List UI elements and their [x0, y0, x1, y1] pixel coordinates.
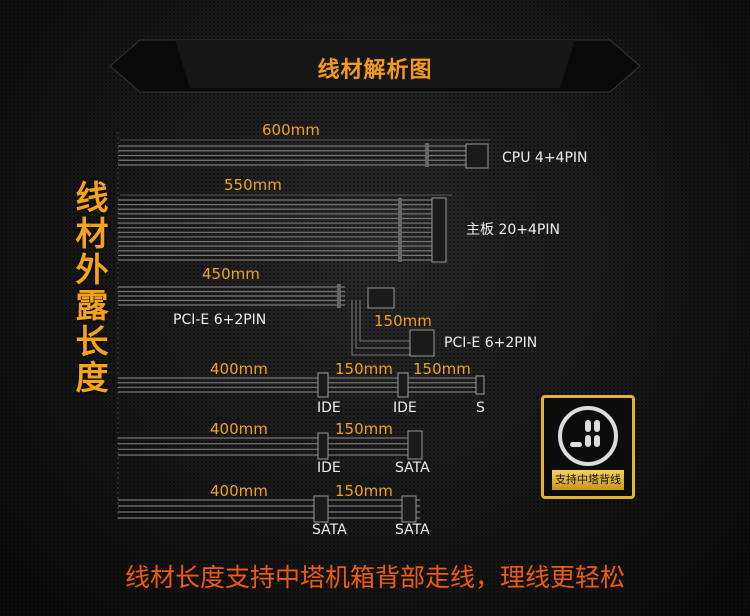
cable-length: 450mm	[202, 265, 260, 283]
connector	[409, 329, 435, 357]
connector-label: SATA	[395, 522, 430, 538]
connector	[367, 287, 395, 309]
connector-label: S	[476, 400, 485, 416]
cable-length: 550mm	[224, 176, 282, 194]
cable-name: PCI-E 6+2PIN	[173, 312, 267, 328]
connector-label: IDE	[317, 400, 341, 416]
cable-clip	[425, 143, 429, 167]
connector-label: IDE	[393, 400, 417, 416]
branch-wire	[351, 300, 410, 356]
connector-label: SATA	[395, 460, 430, 476]
cable-length: 400mm	[210, 482, 268, 500]
mid-tower-badge: 支持中塔背线	[541, 395, 635, 499]
connector	[397, 372, 409, 398]
cable-name: CPU 4+4PIN	[502, 150, 588, 166]
branch-length: 150mm	[374, 312, 432, 330]
cable-length: 400mm	[210, 360, 268, 378]
connector-label: SATA	[312, 522, 347, 538]
connector-label: IDE	[317, 460, 341, 476]
cable-name: 主板 20+4PIN	[466, 222, 560, 238]
connector	[475, 375, 485, 395]
cable-length: 150mm	[335, 360, 393, 378]
cable-length: 600mm	[262, 121, 320, 139]
connector	[401, 495, 417, 523]
cable-length: 150mm	[335, 482, 393, 500]
cable-clip	[398, 198, 402, 262]
connector	[431, 197, 447, 263]
connector	[465, 143, 489, 169]
cable-length: 400mm	[210, 420, 268, 438]
connector	[407, 430, 423, 460]
page-title: 线材解析图	[317, 58, 433, 83]
connector	[317, 372, 329, 398]
cable-length: 150mm	[335, 420, 393, 438]
connector	[317, 432, 329, 460]
side-title: 线材外露长度	[75, 178, 109, 397]
cable-clip	[337, 284, 341, 308]
connector	[313, 495, 329, 523]
badge-label: 支持中塔背线	[552, 470, 624, 490]
branch-name: PCI-E 6+2PIN	[444, 335, 538, 351]
cable-routing-icon	[558, 406, 618, 466]
caption: 线材长度支持中塔机箱背部走线，理线更轻松	[124, 563, 625, 592]
cable-length: 150mm	[413, 360, 471, 378]
